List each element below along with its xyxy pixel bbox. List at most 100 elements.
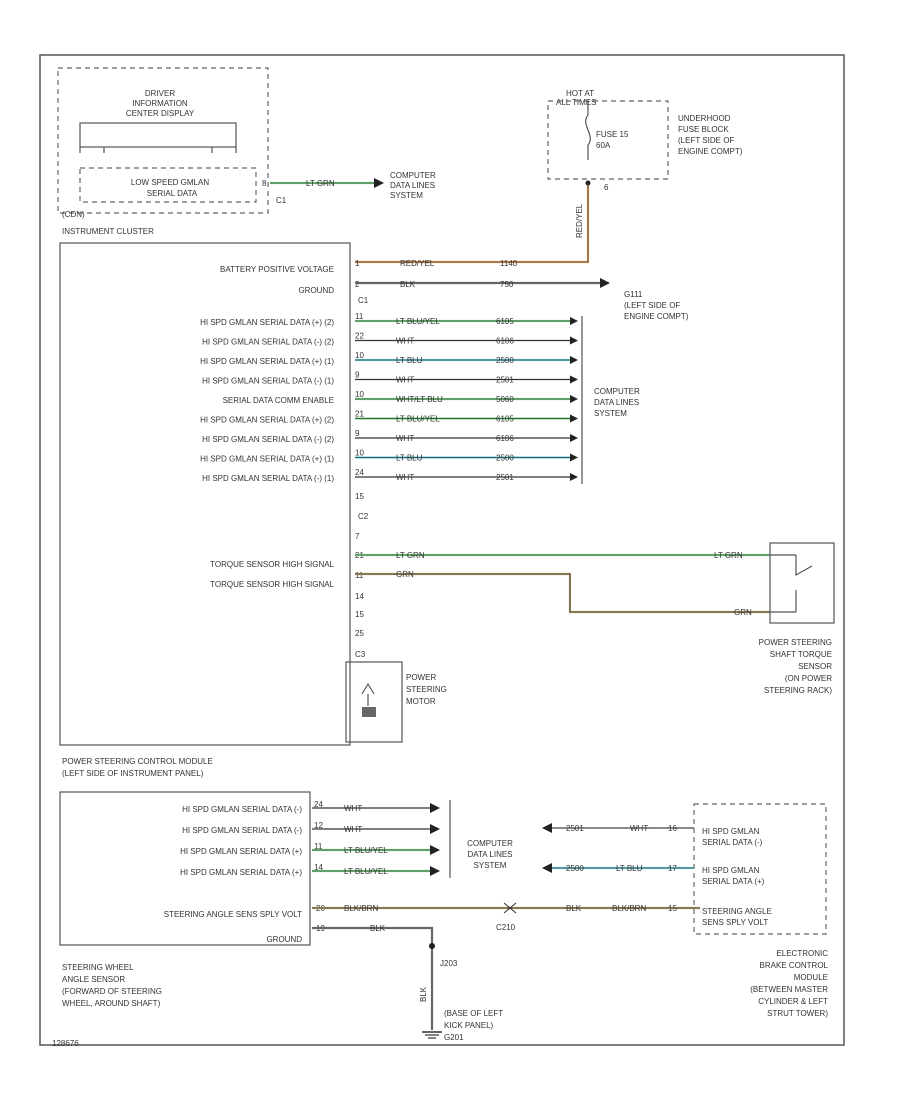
pin-c2-b: 15 (355, 610, 364, 619)
pin-c2-a: 14 (355, 592, 364, 601)
cluster-row-wire-label: WHT/LT BLU (396, 395, 443, 404)
cluster-row-pin: 11 (355, 312, 364, 321)
fuse-block: HOT AT ALL TIMES FUSE 15 60A UNDERHOOD F… (547, 89, 743, 192)
dic-module: DRIVER INFORMATION CENTER DISPLAY LOW SP… (57, 67, 287, 219)
dic-connector: C1 (276, 196, 287, 205)
cluster-row-label: HI SPD GMLAN SERIAL DATA (+) (2) (200, 318, 334, 327)
pscm-ground-wire-label: BLK (370, 924, 386, 933)
c210-label: C210 (496, 923, 516, 932)
torque-wire-1-label: LT GRN (396, 551, 425, 560)
fuse-block-1: UNDERHOOD (678, 114, 731, 123)
cluster-row-label: SERIAL DATA COMM ENABLE (223, 396, 334, 405)
g201-loc-1: (BASE OF LEFT (444, 1009, 503, 1018)
ebcm-circuit-1: 2501 (566, 824, 584, 833)
cluster-row-arrow-icon (570, 317, 578, 325)
fuse-block-2: FUSE BLOCK (678, 125, 729, 134)
pscm-row-pin: 24 (314, 800, 323, 809)
cluster-row-circuit: 6105 (496, 415, 514, 424)
cluster-code: (CDN) (62, 210, 85, 219)
dic-dest-1: COMPUTER (390, 171, 436, 180)
ebcm-arrow-1-icon (542, 823, 552, 833)
torque-high-1: TORQUE SENSOR HIGH SIGNAL (210, 560, 334, 569)
pscm-row-wire-label: LT BLU/YEL (344, 867, 388, 876)
cluster-row-circuit: 2500 (496, 454, 514, 463)
pscm-dest-3: SYSTEM (474, 861, 507, 870)
cluster-row-wire-label: WHT (396, 434, 414, 443)
diagram-id: 128676 (52, 1039, 79, 1048)
ebcm-pin-3: 15 (668, 904, 677, 913)
cluster-row-wire-label: WHT (396, 376, 414, 385)
fuse-icon (585, 114, 591, 160)
sensor-label-3: SENSOR (798, 662, 832, 671)
cluster-row-label: HI SPD GMLAN SERIAL DATA (+) (1) (200, 455, 334, 464)
ebcm-row3-1: STEERING ANGLE (702, 907, 772, 916)
row-ground: GROUND (298, 286, 334, 295)
fuse-label-2: 60A (596, 141, 611, 150)
connector-c1: C1 (358, 296, 369, 305)
torque-wire-2 (355, 572, 770, 614)
cluster-row-circuit: 6105 (496, 317, 514, 326)
sensor-label-5: STEERING RACK) (764, 686, 832, 695)
cluster-serial-rows: HI SPD GMLAN SERIAL DATA (+) (2) 11 LT BLU… (200, 312, 578, 483)
cluster-row-pin: 9 (355, 371, 360, 380)
connector-c3: C3 (355, 650, 366, 659)
pscm-row-wire-label: WHT (344, 804, 362, 813)
dic-pin: 8 (262, 179, 267, 188)
j203-label: J203 (440, 959, 458, 968)
power-steering-motor: POWER STEERING MOTOR (345, 661, 447, 743)
cluster-row-wire-label: LT BLU/YEL (396, 415, 440, 424)
connector-c2: C2 (358, 512, 369, 521)
ground-circuit: 750 (500, 280, 514, 289)
cluster-row-arrow-icon (570, 473, 578, 481)
dic-arrow-icon (374, 178, 384, 188)
g111-loc-2: ENGINE COMPT) (624, 312, 689, 321)
cluster-row-circuit: 6106 (496, 337, 514, 346)
cluster-dest-2: DATA LINES (594, 398, 639, 407)
sensor-label-2: SHAFT TORQUE (770, 650, 832, 659)
ebcm-row2-1: HI SPD GMLAN (702, 866, 760, 875)
sws-label-3: (FORWARD OF STEERING (62, 987, 162, 996)
g111-loc-1: (LEFT SIDE OF (624, 301, 680, 310)
pscm-row-arrow-icon (430, 866, 440, 876)
pin-ground: 2 (355, 280, 360, 289)
cluster-row-arrow-icon (570, 434, 578, 442)
ground-arrow-icon (600, 278, 610, 288)
battery-wire-label: RED/YEL (400, 259, 435, 268)
motor-label-1: POWER (406, 673, 436, 682)
pin-torque-2: 11 (355, 571, 364, 580)
sensor-label-1: POWER STEERING (759, 638, 832, 647)
cluster-row-wire-label: WHT (396, 473, 414, 482)
fuse-block-3: (LEFT SIDE OF (678, 136, 734, 145)
dic-title-1: DRIVER (145, 89, 175, 98)
g111-name: G111 (624, 290, 643, 299)
fuse-pin: 6 (604, 183, 609, 192)
cluster-row-wire-label: WHT (396, 337, 414, 346)
sws-label-4: WHEEL, AROUND SHAFT) (62, 999, 161, 1008)
pscm-ground-wire (312, 926, 434, 1030)
battery-circuit: 1140 (500, 259, 518, 268)
ebcm-row1-1: HI SPD GMLAN (702, 827, 760, 836)
cluster-row-circuit: 5060 (496, 395, 514, 404)
g201-loc-2: KICK PANEL) (444, 1021, 494, 1030)
pscm-row-pin: 12 (314, 821, 323, 830)
steer-wire-label: BLK/BRN (344, 904, 378, 913)
sensor-label-4: (ON POWER (785, 674, 832, 683)
pscm-row-label: HI SPD GMLAN SERIAL DATA (+) (180, 847, 302, 856)
ebcm-row1-2: SERIAL DATA (-) (702, 838, 763, 847)
ebcm-circuit-2: 2500 (566, 864, 584, 873)
cluster-row-wire-label: LT BLU (396, 356, 423, 365)
cluster-row-label: HI SPD GMLAN SERIAL DATA (+) (1) (200, 357, 334, 366)
pscm-ground: GROUND (266, 935, 302, 944)
pscm-row-label: HI SPD GMLAN SERIAL DATA (+) (180, 868, 302, 877)
pscm-row-wire-label: WHT (344, 825, 362, 834)
cluster-row-circuit: 2501 (496, 473, 514, 482)
sws-label-1: STEERING WHEEL (62, 963, 134, 972)
cluster-row-pin: 10 (355, 351, 364, 360)
ebcm-arrow-2-icon (542, 863, 552, 873)
sensor-icon (795, 555, 813, 612)
g201-wire: BLK (419, 986, 428, 1002)
ebcm-label-2: BRAKE CONTROL (760, 961, 829, 970)
cluster-row-pin: 22 (355, 332, 364, 341)
cluster-row-arrow-icon (570, 336, 578, 345)
cluster-row-pin: 21 (355, 410, 364, 419)
